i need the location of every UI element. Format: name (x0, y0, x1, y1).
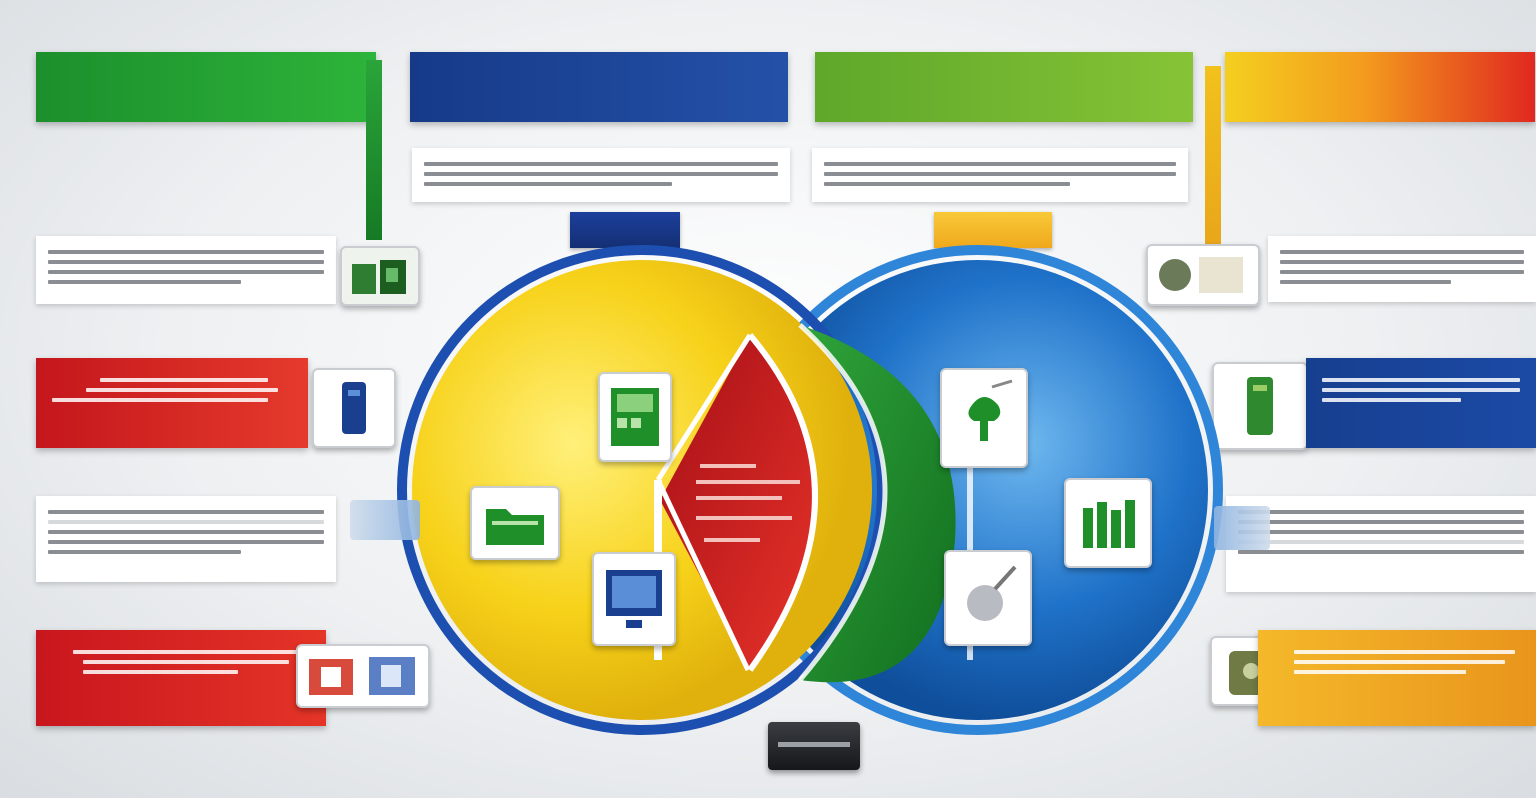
folder-icon (340, 246, 420, 306)
keyboard-icon (768, 722, 860, 770)
server-icon (1212, 362, 1308, 450)
hardware-icon (296, 644, 430, 708)
connector-left (350, 500, 420, 540)
bin-icon (312, 368, 396, 448)
computer-icon (592, 552, 676, 646)
tree-icon (940, 368, 1028, 468)
banner-lime (815, 52, 1193, 122)
folder-green-icon (470, 486, 560, 560)
banner-green (36, 52, 376, 122)
sidebar-red-2 (36, 630, 326, 726)
tab-orange (934, 212, 1052, 248)
text-block-top-center-left (412, 148, 790, 202)
text-block-top-center-right (812, 148, 1188, 202)
sidebar-orange (1258, 630, 1536, 726)
tab-navy (570, 212, 680, 248)
text-block-right-1 (1268, 236, 1536, 302)
overlap-red-outline (747, 333, 818, 672)
banner-gradient (1225, 52, 1535, 122)
circle-yellow-ring (397, 245, 887, 735)
banner-navy (410, 52, 788, 122)
sidebar-red-1 (36, 358, 308, 448)
calculator-icon (598, 372, 672, 462)
overlap-green-outline (798, 323, 888, 682)
sidebar-navy (1306, 358, 1536, 448)
overlap-red (660, 335, 815, 670)
connector-right (1214, 506, 1270, 550)
banner-green-connector (366, 60, 382, 240)
overlap-green (800, 325, 956, 683)
banner-gradient-connector (1205, 66, 1221, 256)
text-block-right-2 (1226, 496, 1536, 592)
bar-chart-icon (1064, 478, 1152, 568)
text-block-left-1 (36, 236, 336, 304)
text-block-left-2 (36, 496, 336, 582)
globe-icon (1146, 244, 1260, 306)
magnifier-icon (944, 550, 1032, 646)
